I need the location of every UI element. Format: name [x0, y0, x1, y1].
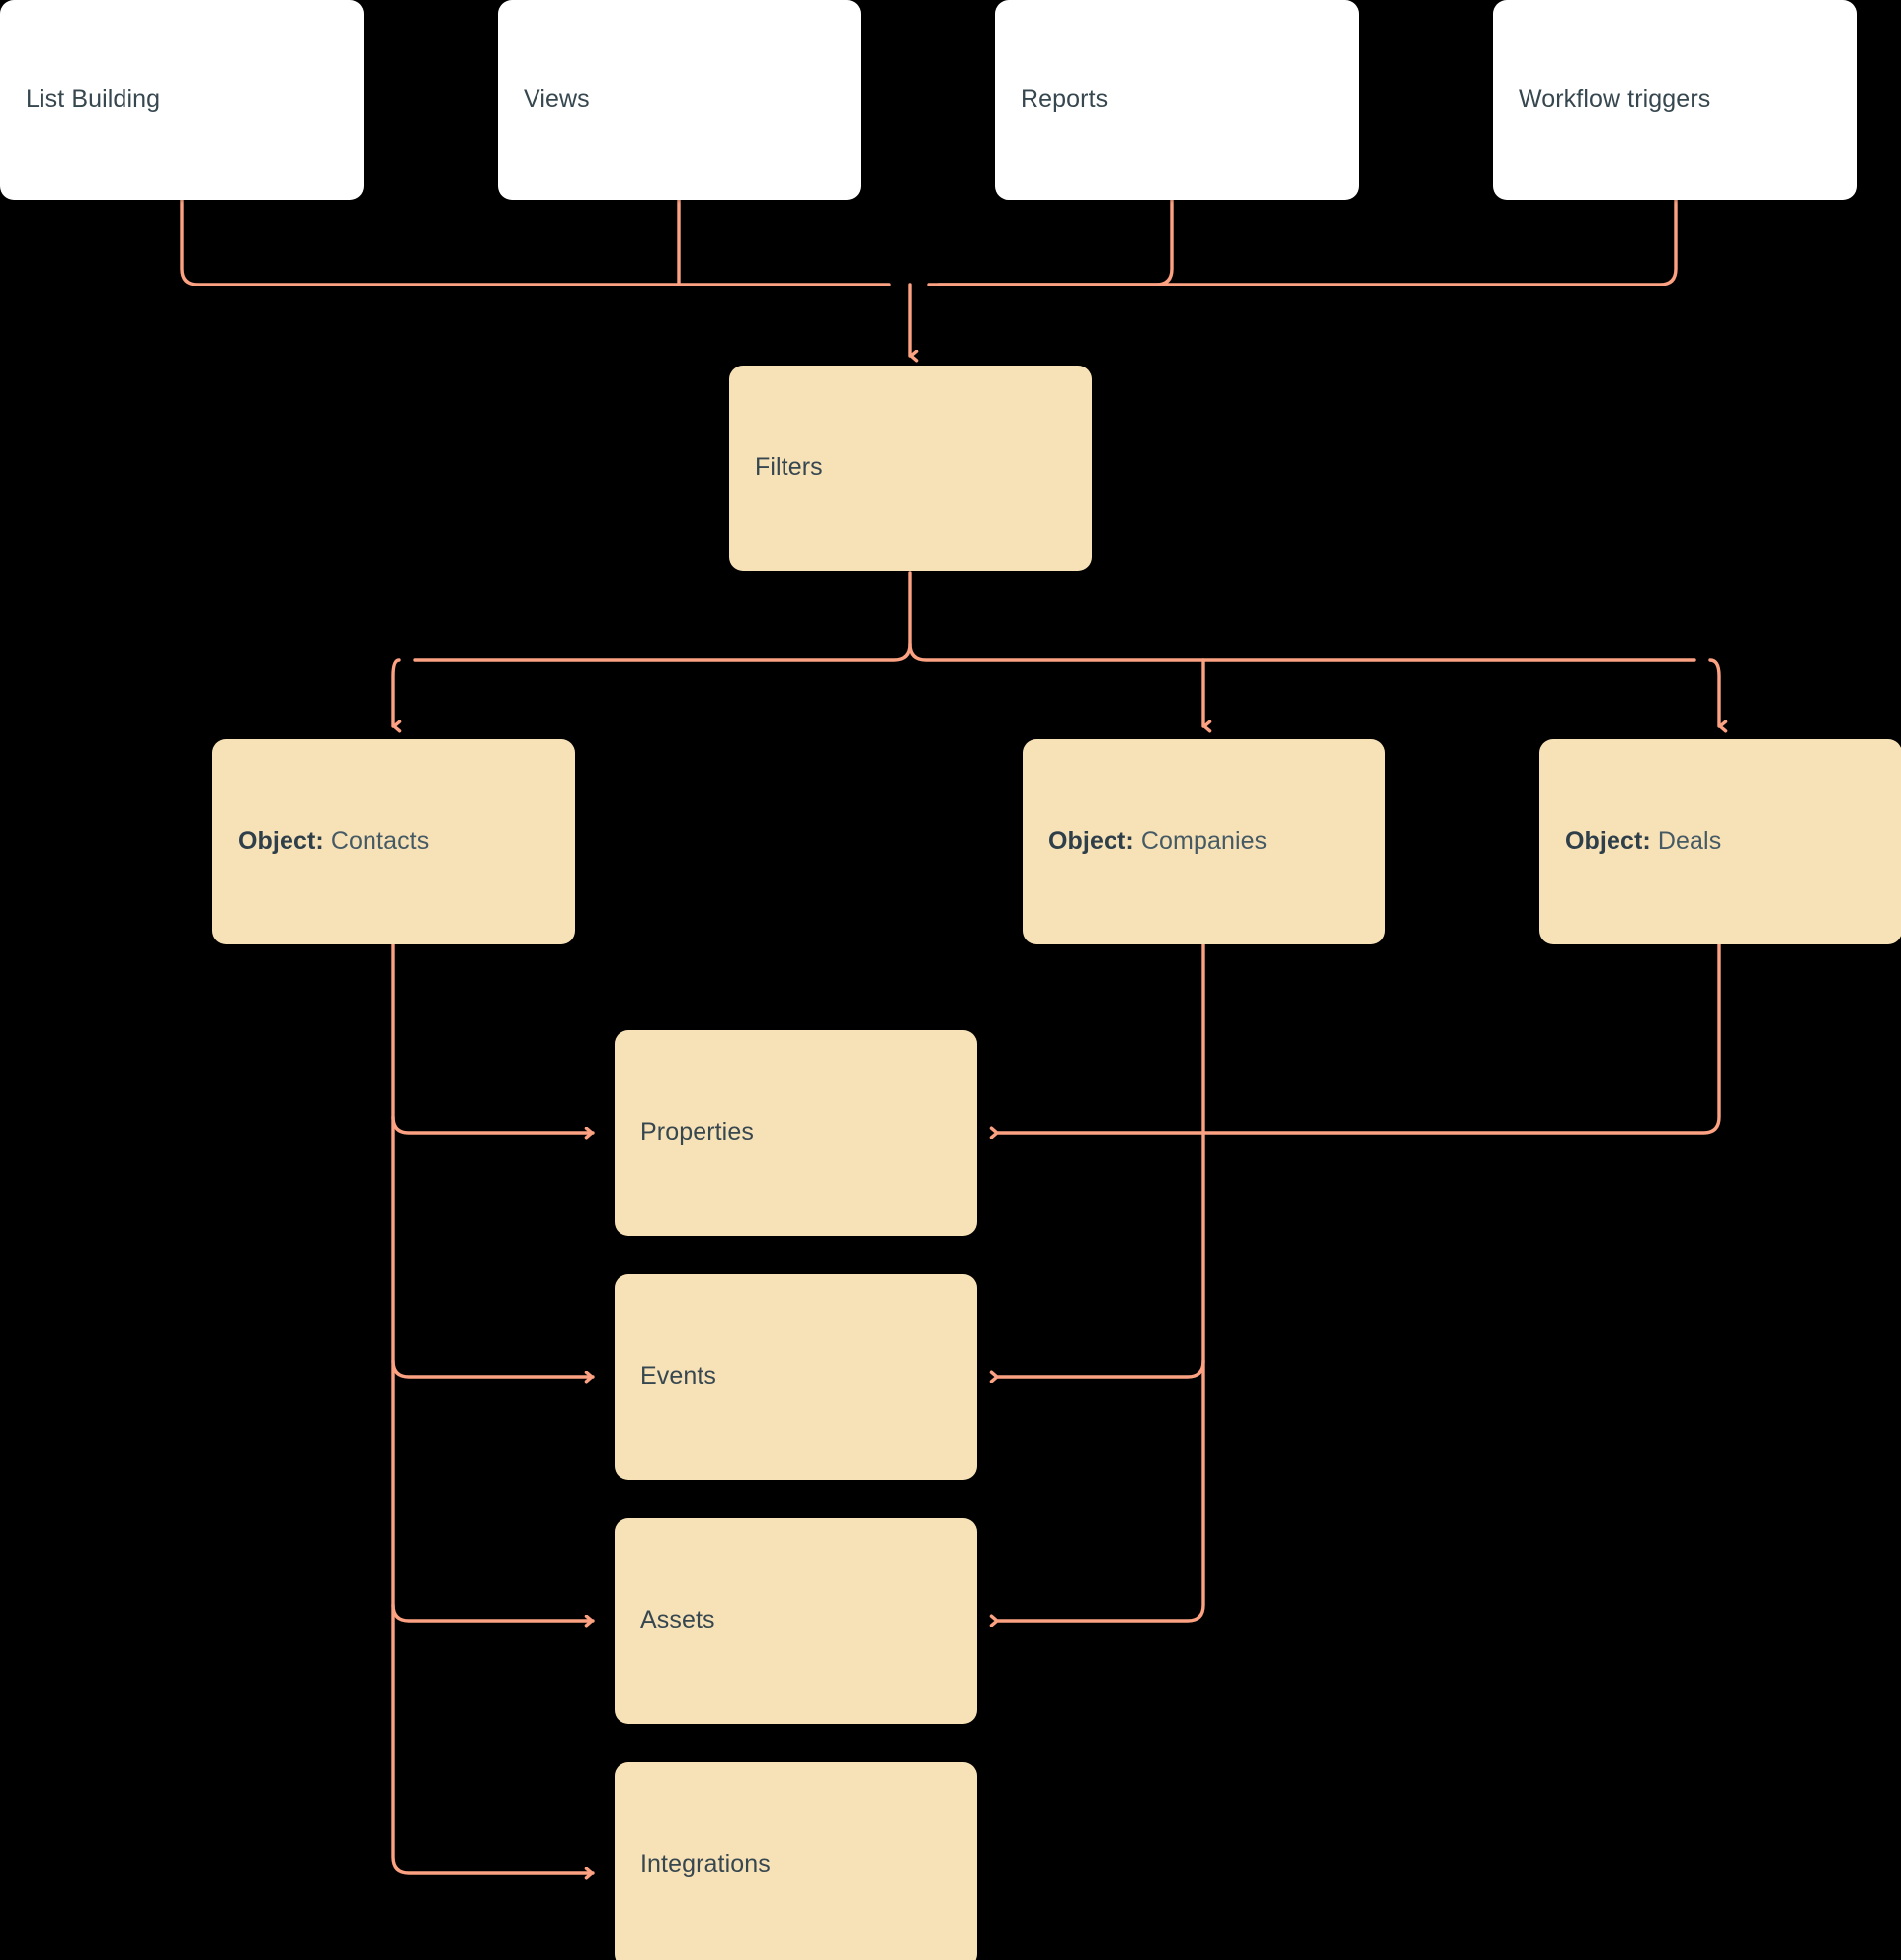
node-assets-label: Assets [640, 1606, 715, 1635]
node-object-deals[interactable]: Object: Deals [1539, 739, 1901, 944]
node-properties-label: Properties [640, 1118, 754, 1147]
edge-workflow-to-bus [937, 198, 1678, 286]
node-object-companies[interactable]: Object: Companies [1023, 739, 1385, 944]
node-object-contacts-label: Object: Contacts [212, 826, 575, 857]
edge-contacts-trunk [391, 941, 595, 1873]
node-list-building-label: List Building [26, 85, 161, 114]
edge-deals-to-properties [998, 941, 1721, 1133]
edge-companies-trunk [998, 941, 1205, 1621]
node-reports-label: Reports [1021, 85, 1109, 114]
edge-bus-to-deals [1708, 658, 1719, 726]
node-integrations[interactable]: Integrations [615, 1762, 977, 1960]
object-deals-key: Object: [1565, 827, 1651, 856]
node-events[interactable]: Events [615, 1274, 977, 1480]
node-views-label: Views [524, 85, 590, 114]
node-workflow-triggers-label: Workflow triggers [1519, 85, 1711, 114]
edge-contacts-to-properties [391, 1115, 595, 1133]
object-companies-value: Companies [1140, 827, 1268, 856]
node-filters[interactable]: Filters [729, 366, 1092, 571]
edge-contacts-to-events [391, 1359, 595, 1377]
edge-filters-stem-right [908, 642, 1696, 662]
node-list-building[interactable]: List Building [0, 0, 364, 200]
node-filters-label: Filters [755, 453, 823, 482]
object-contacts-value: Contacts [330, 827, 430, 856]
node-properties[interactable]: Properties [615, 1030, 977, 1236]
object-companies-key: Object: [1048, 827, 1134, 856]
edge-bus-to-contacts [391, 658, 399, 726]
edge-list-building-to-bus [180, 198, 891, 286]
edge-reports-to-bus [927, 198, 1174, 286]
node-object-contacts[interactable]: Object: Contacts [212, 739, 575, 944]
object-contacts-key: Object: [238, 827, 324, 856]
node-workflow-triggers[interactable]: Workflow triggers [1493, 0, 1857, 200]
node-reports[interactable]: Reports [995, 0, 1359, 200]
node-assets[interactable]: Assets [615, 1518, 977, 1724]
node-views[interactable]: Views [498, 0, 861, 200]
node-integrations-label: Integrations [640, 1850, 771, 1879]
node-object-companies-label: Object: Companies [1023, 826, 1385, 857]
node-events-label: Events [640, 1362, 717, 1391]
edge-contacts-to-assets [391, 1603, 595, 1621]
edge-companies-to-events [998, 1359, 1205, 1377]
edge-filters-stem [413, 571, 912, 662]
object-deals-value: Deals [1657, 827, 1722, 856]
node-object-deals-label: Object: Deals [1539, 826, 1901, 857]
